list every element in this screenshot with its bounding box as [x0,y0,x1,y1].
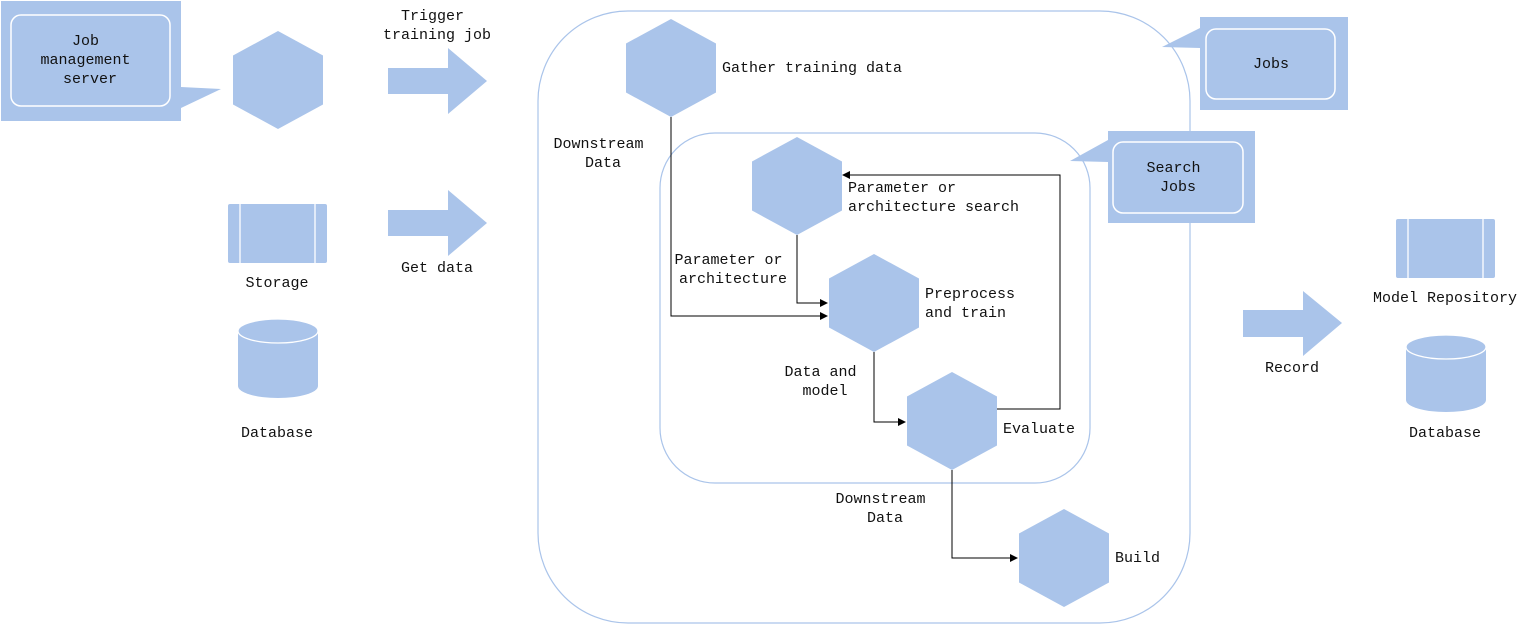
param-search-hexagon-icon [752,137,842,235]
database-label: Database [241,425,313,442]
downstream-data-top-label: Downstream Data [553,136,652,172]
evaluate-hexagon-icon [907,372,997,470]
job-server-hexagon-icon [233,31,323,129]
right-database-label: Database [1409,425,1481,442]
trigger-arrow-icon [388,48,487,114]
data-model-label: Data and model [784,364,865,400]
preprocess-hexagon-icon [829,254,919,352]
model-repository-label: Model Repository [1373,290,1517,307]
param-search-to-preprocess-connector [796,235,828,307]
database-cylinder-icon [237,318,319,398]
preprocess-to-evaluate-connector [873,352,906,426]
downstream-data-bottom-label: Downstream Data [835,491,934,527]
search-jobs-label: Search Jobs [1146,160,1209,196]
build-label: Build [1115,550,1160,567]
param-arch-label: Parameter or architecture [674,252,791,288]
storage-label: Storage [245,275,308,292]
storage-icon [228,204,327,263]
inner-search-loop-container [659,132,1091,484]
job-server-callout: Job management server [1,1,221,121]
preprocess-label: Preprocess and train [925,286,1024,322]
job-server-label: Job management server [40,33,139,88]
right-database-cylinder-icon [1405,334,1487,412]
evaluate-to-param-search-connector [842,171,1061,410]
evaluate-label: Evaluate [1003,421,1075,438]
get-data-arrow-label: Get data [401,260,473,277]
param-search-label: Parameter or architecture search [848,180,1019,216]
gather-hexagon-icon [626,19,716,117]
jobs-callout: Jobs [1162,17,1348,110]
build-hexagon-icon [1019,509,1109,607]
record-arrow-icon [1243,291,1342,356]
gather-label: Gather training data [722,60,902,77]
evaluate-to-build-connector [951,470,1018,562]
jobs-label: Jobs [1253,56,1289,73]
gather-to-preprocess-connector [670,117,828,320]
record-arrow-label: Record [1265,360,1319,377]
trigger-arrow-label: Trigger training job [383,8,491,44]
get-data-arrow-icon [388,190,487,256]
search-jobs-callout: Search Jobs [1070,131,1255,223]
outer-pipeline-container [537,10,1191,624]
connectors [670,117,1061,562]
model-repository-storage-icon [1396,219,1495,278]
